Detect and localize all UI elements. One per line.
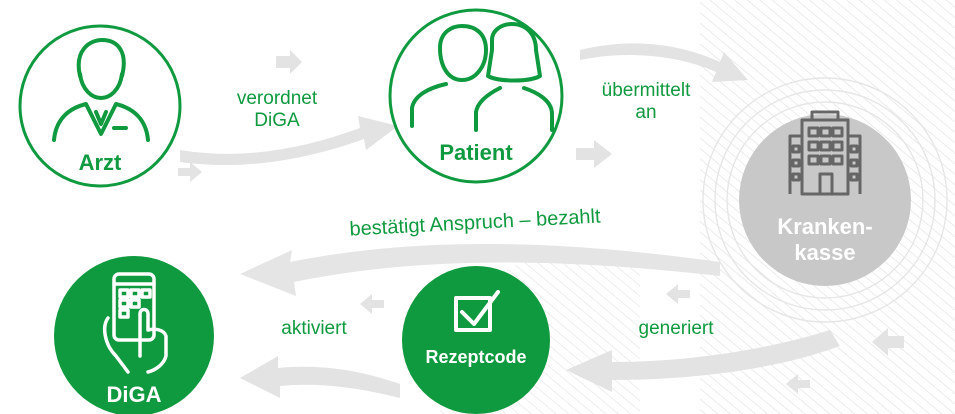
smartphone-hand-icon bbox=[102, 272, 168, 374]
chevron-left-icon bbox=[360, 294, 384, 314]
edge-label-verordnet-line2: DiGA bbox=[254, 110, 300, 131]
flow-arrows bbox=[180, 43, 840, 398]
chevron-right-icon bbox=[576, 140, 612, 168]
chevron-right-icon bbox=[276, 50, 302, 74]
edge-label-uebermittelt-line2: an bbox=[635, 102, 657, 123]
edge-label-aktiviert: aktiviert bbox=[281, 318, 347, 339]
node-diga-label: DiGA bbox=[106, 382, 162, 407]
arrow-kasse-to-rezeptcode bbox=[566, 330, 840, 392]
arrow-rezeptcode-to-diga bbox=[240, 356, 400, 398]
chevron-left-icon bbox=[872, 328, 904, 356]
node-rezeptcode bbox=[402, 266, 550, 414]
node-diga bbox=[54, 256, 214, 414]
arrow-kasse-to-diga bbox=[240, 243, 720, 296]
chevron-arrows bbox=[178, 50, 904, 394]
node-krankenkasse-label-line2: kasse bbox=[794, 240, 856, 265]
patients-icon bbox=[410, 22, 554, 132]
building-icon bbox=[788, 110, 862, 196]
krankenkasse-rings bbox=[702, 77, 948, 323]
node-krankenkasse bbox=[739, 110, 911, 286]
arrow-arzt-to-patient bbox=[180, 116, 398, 166]
node-krankenkasse-label-line1: Kranken- bbox=[777, 214, 873, 239]
edge-label-uebermittelt-line1: übermittelt bbox=[601, 80, 691, 101]
node-rezeptcode-label: Rezeptcode bbox=[425, 347, 527, 367]
node-arzt-label: Arzt bbox=[78, 150, 122, 175]
edge-label-generiert: generiert bbox=[638, 318, 714, 339]
checkbox-icon bbox=[454, 290, 500, 332]
node-patient-label: Patient bbox=[439, 140, 513, 165]
arrow-patient-to-kasse bbox=[580, 43, 748, 82]
edge-label-verordnet-line1: verordnet bbox=[236, 88, 318, 109]
chevron-left-icon bbox=[786, 374, 810, 394]
chevron-left-icon bbox=[666, 284, 690, 304]
node-arzt bbox=[18, 24, 182, 188]
node-patient bbox=[388, 8, 564, 184]
doctor-icon bbox=[52, 38, 150, 142]
chevron-right-icon bbox=[178, 162, 202, 182]
